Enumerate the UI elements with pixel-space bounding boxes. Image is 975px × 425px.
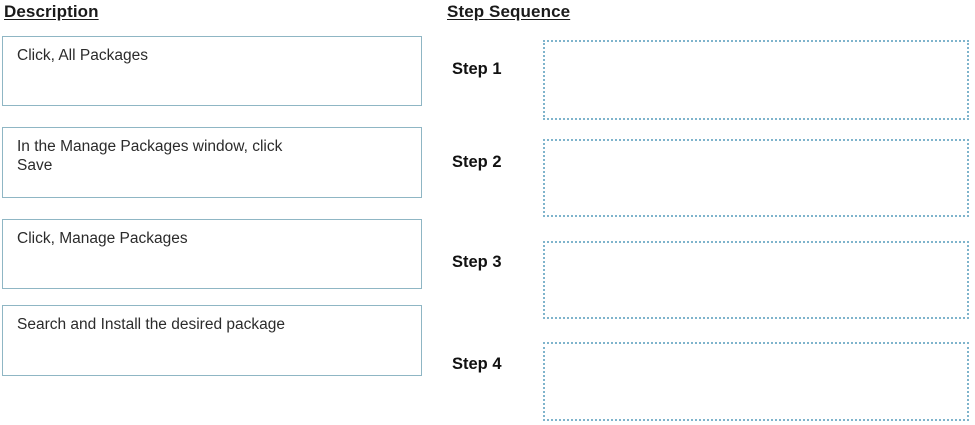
description-item-label: Click, All Packages	[17, 47, 148, 64]
step-label-4: Step 4	[452, 355, 502, 373]
step-dropzone-2[interactable]	[543, 139, 969, 217]
step-label-3: Step 3	[452, 253, 502, 271]
step-dropzone-3[interactable]	[543, 241, 969, 319]
description-item-3[interactable]: Click, Manage Packages	[2, 219, 422, 289]
step-dropzone-4[interactable]	[543, 342, 969, 421]
description-item-2[interactable]: In the Manage Packages window, click Sav…	[2, 127, 422, 198]
step-label-2: Step 2	[452, 153, 502, 171]
step-dropzone-1[interactable]	[543, 40, 969, 120]
description-column-header: Description	[4, 2, 99, 21]
description-item-4[interactable]: Search and Install the desired package	[2, 305, 422, 376]
description-item-label: Search and Install the desired package	[17, 316, 285, 333]
description-item-label: In the Manage Packages window, click Sav…	[17, 138, 283, 174]
step-sequence-column-header: Step Sequence	[447, 2, 571, 21]
description-item-label: Click, Manage Packages	[17, 230, 188, 247]
step-label-1: Step 1	[452, 60, 502, 78]
description-item-1[interactable]: Click, All Packages	[2, 36, 422, 106]
